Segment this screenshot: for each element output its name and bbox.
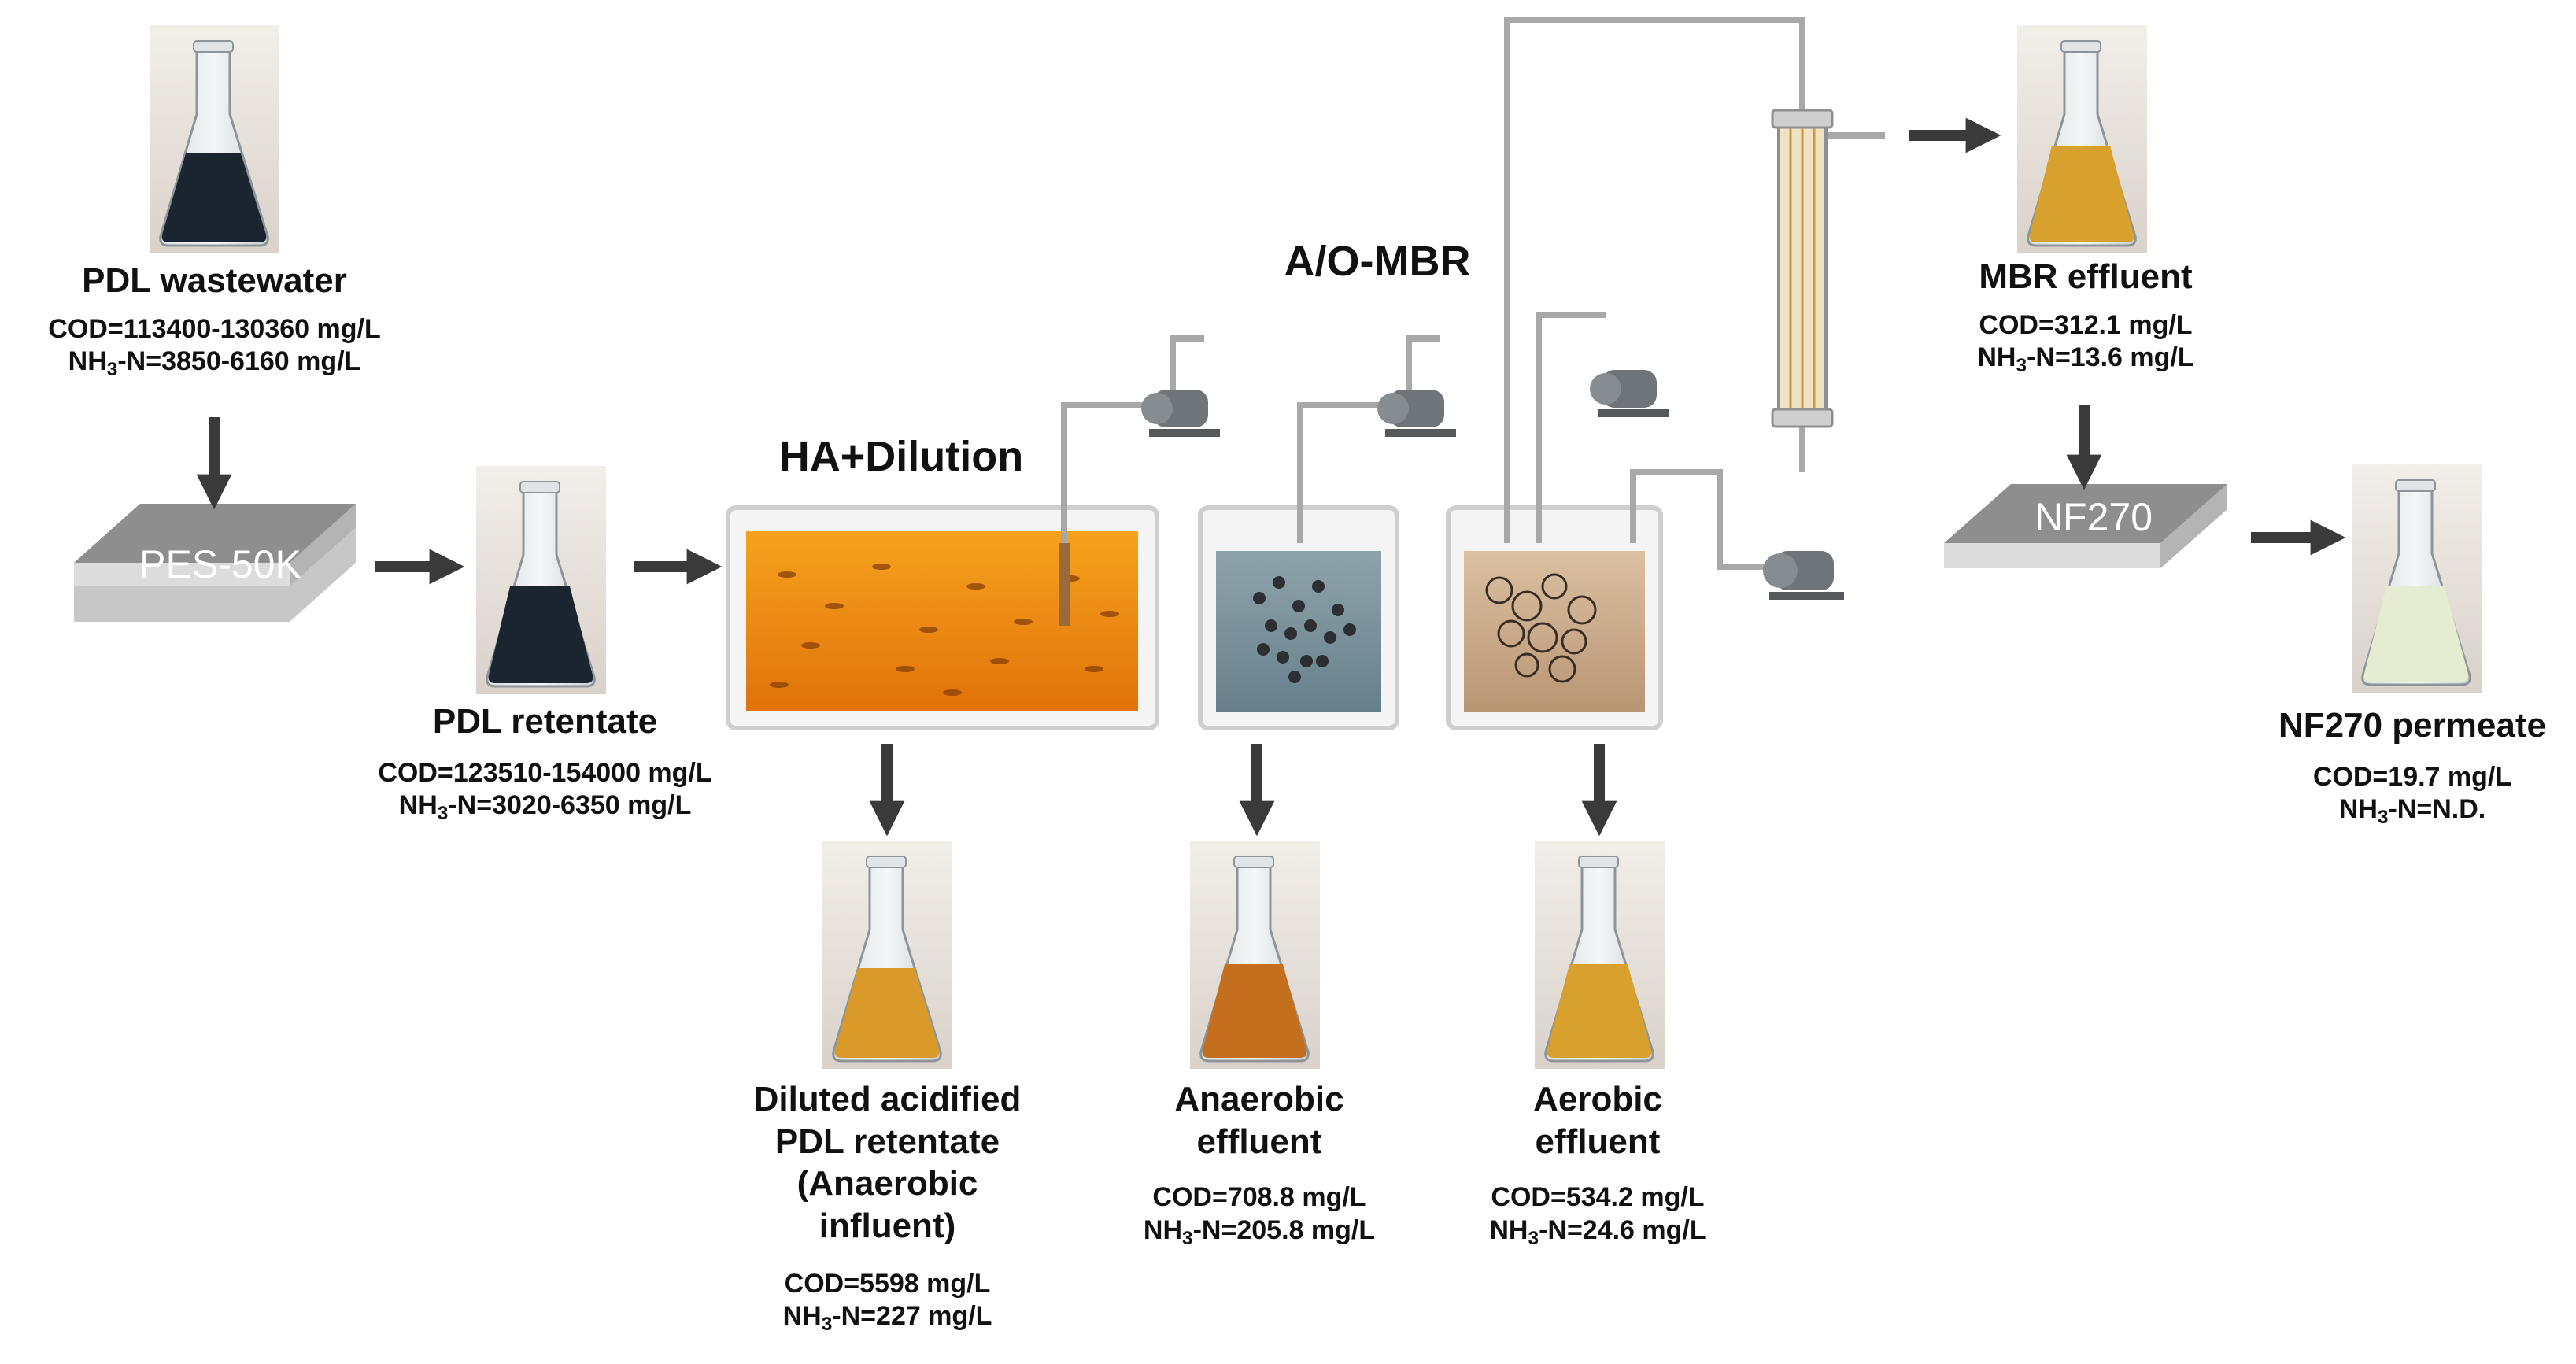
diluted-block: Diluted acidified PDL retentate (Anaerob…	[712, 1078, 1063, 1335]
cod-value: COD=708.8 mg/L	[1152, 1182, 1366, 1213]
nh3-value: NH3-N=205.8 mg/L	[1143, 1214, 1376, 1249]
stage-name-line: influent)	[819, 1207, 956, 1246]
pes-membrane-tile	[74, 504, 356, 622]
pump-icon	[1141, 390, 1220, 437]
mbr-effluent-block: MBR effluent COD=312.1 mg/L NH3-N=13.6 m…	[1920, 256, 2251, 376]
pdl-retentate-block: PDL retentate COD=123510-154000 mg/L NH3…	[331, 700, 759, 824]
pump-icon	[1763, 551, 1844, 600]
nh3-value: NH3-N=N.D.	[2338, 794, 2486, 828]
stage-name: PDL wastewater	[82, 261, 347, 300]
stage-name-line: PDL retentate	[774, 1122, 1000, 1161]
nh3-value: NH3-N=3020-6350 mg/L	[398, 790, 692, 824]
membrane-column	[1771, 109, 1834, 428]
cod-value: COD=19.7 mg/L	[2312, 761, 2512, 792]
nf-membrane-label: NF270	[2034, 495, 2153, 539]
stage-name-line: Anaerobic	[1174, 1080, 1344, 1118]
stage-name-line: Diluted acidified	[753, 1080, 1022, 1118]
nf-membrane-tile	[1944, 484, 2227, 568]
flask-pdl-retentate-icon	[476, 466, 606, 694]
pdl-wastewater-block: PDL wastewater COD=113400-130360 mg/L NH…	[0, 260, 429, 380]
ao-mbr-label: A/O-MBR	[1284, 238, 1471, 285]
nf270-permeate-block: NF270 permeate COD=19.7 mg/L NH3-N=N.D.	[2251, 704, 2574, 828]
cod-value: COD=534.2 mg/L	[1491, 1182, 1705, 1213]
ha-dilution-label: HA+Dilution	[778, 433, 1024, 480]
nh3-value: NH3-N=227 mg/L	[782, 1301, 992, 1335]
cod-value: COD=113400-130360 mg/L	[48, 313, 381, 344]
nh3-value: NH3-N=24.6 mg/L	[1489, 1214, 1706, 1249]
ha-dilution-tank	[726, 505, 1159, 730]
stage-name-line: Aerobic	[1533, 1080, 1662, 1118]
pes-membrane-label: PES-50K	[139, 542, 301, 586]
flask-mbr-effluent-icon	[2017, 25, 2147, 253]
aerobic-block: Aerobic effluent COD=534.2 mg/L NH3-N=24…	[1448, 1078, 1747, 1249]
pump-icon	[1590, 370, 1669, 417]
cod-value: COD=5598 mg/L	[784, 1268, 991, 1299]
anaerobic-tank	[1198, 505, 1399, 730]
stage-name: PDL retentate	[432, 702, 658, 741]
stage-name-line: effluent	[1535, 1122, 1661, 1161]
pipe-network	[1061, 17, 1885, 570]
flask-pdl-wastewater-icon	[150, 25, 279, 253]
aerobic-tank	[1446, 505, 1663, 730]
nh3-value: NH3-N=13.6 mg/L	[1977, 342, 2194, 376]
stage-name-line: (Anaerobic	[796, 1164, 978, 1203]
cod-value: COD=312.1 mg/L	[1979, 309, 2193, 340]
flask-anaerobic-icon	[1190, 841, 1320, 1069]
stage-name-line: effluent	[1196, 1122, 1322, 1161]
stage-name: MBR effluent	[1979, 257, 2193, 296]
nh3-value: NH3-N=3850-6160 mg/L	[68, 346, 361, 380]
pump-icon	[1377, 390, 1456, 437]
flask-aerobic-icon	[1535, 841, 1665, 1069]
cod-value: COD=123510-154000 mg/L	[378, 757, 712, 788]
flask-nf270-permeate-icon	[2352, 464, 2482, 693]
flask-diluted-icon	[822, 841, 952, 1069]
anaerobic-block: Anaerobic effluent COD=708.8 mg/L NH3-N=…	[1110, 1078, 1409, 1249]
stage-name: NF270 permeate	[2278, 706, 2546, 745]
